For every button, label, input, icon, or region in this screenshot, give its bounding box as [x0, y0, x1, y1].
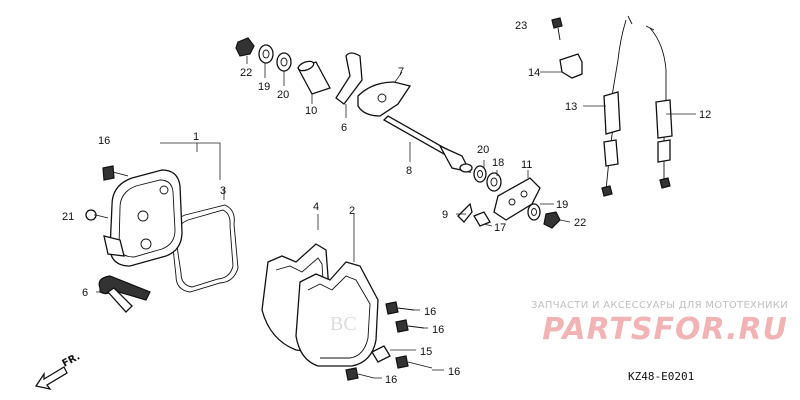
bolt-top: [551, 17, 563, 29]
callout-14: 14: [528, 67, 540, 79]
watermark-caption: ЗАПЧАСТИ И АКСЕССУАРЫ ДЛЯ МОТОТЕХНИКИ: [531, 300, 788, 311]
callout-1: 1: [193, 131, 199, 143]
callout-6a: 6: [341, 122, 347, 134]
shift-arm-group: [235, 37, 412, 117]
callout-16e: 16: [385, 374, 397, 386]
callout-7: 7: [398, 66, 404, 78]
shift-arm: [357, 81, 412, 117]
clip: [98, 275, 151, 301]
center-fasteners: [345, 301, 433, 381]
callout-16c: 16: [432, 324, 444, 336]
callout-11: 11: [521, 159, 532, 171]
front-arrow-icon: [34, 366, 68, 390]
collar-ring: [276, 52, 292, 72]
callout-17: 17: [494, 222, 506, 234]
callout-12: 12: [699, 109, 711, 121]
callout-13: 13: [565, 101, 577, 113]
watermark: ЗАПЧАСТИ И АКСЕССУАРЫ ДЛЯ МОТОТЕХНИКИ PA…: [488, 300, 788, 360]
callout-18: 18: [492, 157, 504, 169]
callout-15: 15: [420, 346, 432, 358]
callout-19b: 19: [556, 199, 568, 211]
callout-6b: 6: [82, 287, 88, 299]
callout-3: 3: [220, 185, 226, 197]
callout-16a: 16: [98, 135, 110, 147]
cable-group: [551, 15, 673, 197]
callout-10: 10: [305, 105, 317, 117]
callout-labels: 1 2 3 4 5 6 6 7 8 9 10 11 12 13 14 15 16…: [62, 20, 711, 386]
outer-cover: [295, 261, 379, 367]
callout-8: 8: [406, 165, 412, 177]
callout-22b: 22: [574, 217, 586, 229]
callout-16b: 16: [424, 306, 436, 318]
lever-group: [457, 177, 561, 229]
leader-lines: [94, 56, 696, 379]
watermark-logo: PARTSFOR.RU: [542, 312, 788, 347]
washer: [258, 44, 274, 64]
callout-20a: 20: [277, 89, 289, 101]
center-cover-group: BC: [261, 243, 379, 367]
bolt: [102, 165, 115, 181]
callout-21: 21: [62, 211, 74, 223]
pin: [473, 211, 491, 227]
callout-20b: 20: [477, 144, 489, 156]
callout-22a: 22: [240, 67, 252, 79]
callout-19a: 19: [258, 81, 270, 93]
cable-bracket: [559, 53, 583, 79]
callout-9: 9: [442, 209, 448, 221]
arm-bracket: [335, 52, 363, 105]
nut: [235, 37, 255, 57]
callout-4: 4: [313, 201, 319, 213]
callout-16d: 16: [448, 366, 460, 378]
diagram-code: KZ48-E0201: [628, 370, 695, 383]
spring-clip: [457, 202, 473, 223]
left-cover-group: [85, 142, 239, 313]
shaft-group: [382, 115, 502, 192]
callout-23: 23: [515, 20, 527, 32]
callout-2: 2: [349, 205, 355, 217]
svg-text:BC: BC: [330, 313, 357, 335]
